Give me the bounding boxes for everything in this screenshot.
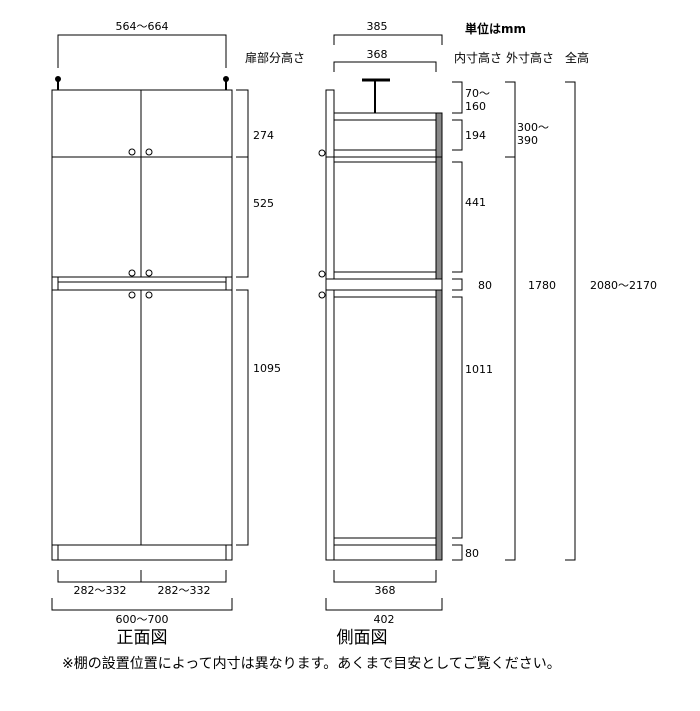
outer-height-2: 1780 xyxy=(528,279,556,292)
middle-band xyxy=(51,276,233,291)
outer-height-1a: 300〜 xyxy=(517,121,549,134)
inner-height-2: 194 xyxy=(465,129,486,142)
door-width-right: 282〜332 xyxy=(158,584,211,597)
side-view: 385 368 70〜 160 194 441 80 1011 80 300〜 … xyxy=(318,20,657,648)
unit-label: 単位はmm xyxy=(465,21,526,36)
door-width-left: 282〜332 xyxy=(74,584,127,597)
inner-height-3: 441 xyxy=(465,196,486,209)
header-total-height: 全高 xyxy=(565,50,589,65)
total-height-label: 2080〜2170 xyxy=(590,279,657,292)
top-width-label: 564〜664 xyxy=(116,20,169,33)
cabinet-side-outline xyxy=(333,112,443,561)
front-view: 564〜664 274 525 1095 282〜332 282〜332 600… xyxy=(51,20,281,648)
side-inner-depth-top: 368 xyxy=(367,48,388,61)
rod-cap-right xyxy=(223,76,229,82)
header-outer-height: 外寸高さ xyxy=(506,50,554,65)
total-width-label: 600〜700 xyxy=(116,613,169,626)
door-height-2: 525 xyxy=(253,197,274,210)
header-door-height: 扉部分高さ xyxy=(245,50,305,65)
side-view-title: 側面図 xyxy=(337,628,388,648)
back-panel xyxy=(435,112,443,561)
door-edge xyxy=(325,89,335,561)
header-inner-height: 内寸高さ xyxy=(454,50,502,65)
inner-height-4: 80 xyxy=(478,279,492,292)
inner-height-1a: 70〜 xyxy=(465,87,490,100)
cabinet-front-outline xyxy=(51,89,233,561)
inner-height-1b: 160 xyxy=(465,100,486,113)
top-width-bracket xyxy=(57,34,227,68)
door-height-1: 274 xyxy=(253,129,274,142)
outer-height-1b: 390 xyxy=(517,134,538,147)
side-inner-depth-bottom: 368 xyxy=(375,584,396,597)
door-height-3: 1095 xyxy=(253,362,281,375)
rod-cap-left xyxy=(55,76,61,82)
front-view-title: 正面図 xyxy=(117,628,168,648)
door-knob-icons xyxy=(128,148,153,299)
side-outer-depth: 402 xyxy=(374,613,395,626)
inner-height-5: 1011 xyxy=(465,363,493,376)
footnote: ※棚の設置位置によって内寸は異なります。あくまで目安としてご覧ください。 xyxy=(62,655,561,672)
side-top-depth: 385 xyxy=(367,20,388,33)
inner-height-6: 80 xyxy=(465,547,479,560)
